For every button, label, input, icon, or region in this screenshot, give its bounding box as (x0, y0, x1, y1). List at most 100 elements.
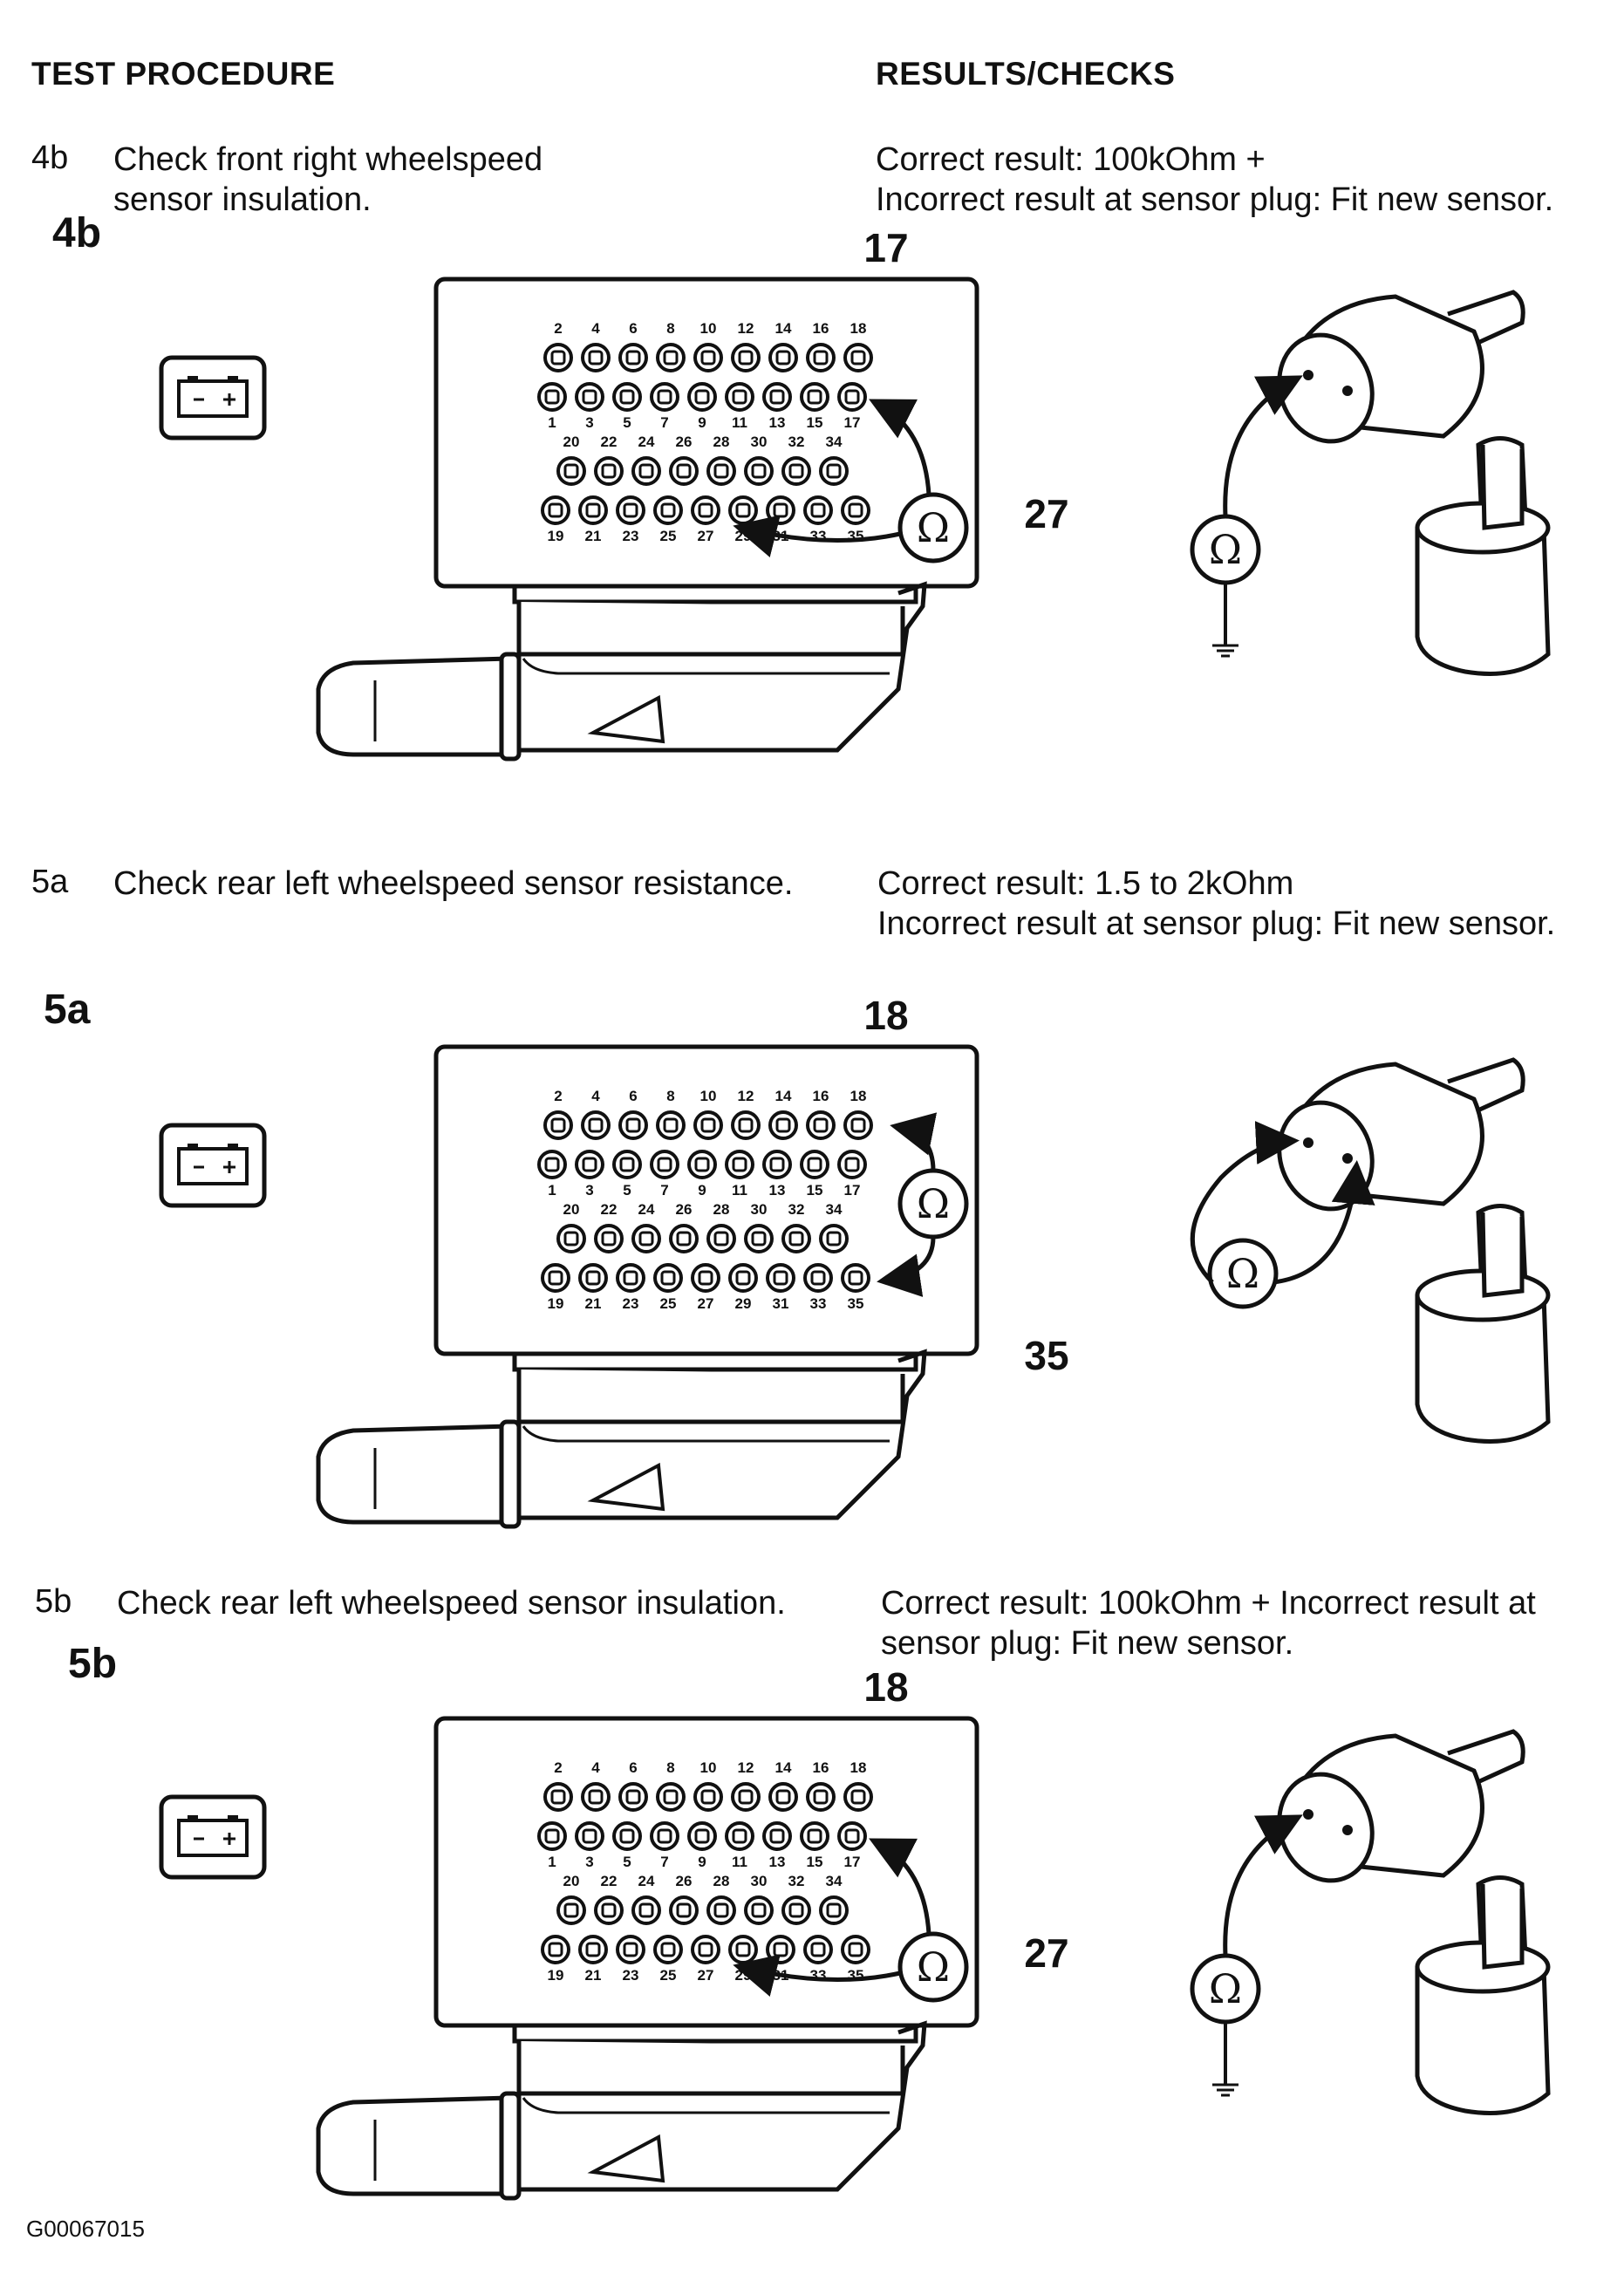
connector-pin (781, 1895, 811, 1925)
connector-pin (744, 456, 774, 486)
pin-number-label: 18 (850, 1088, 867, 1104)
connector-pin (781, 456, 811, 486)
step-result: Correct result: 100kOhm + Incorrect resu… (881, 1585, 1536, 1662)
connector-pin (687, 1821, 717, 1851)
connector-pin (575, 1821, 604, 1851)
connector-pin (543, 1782, 573, 1812)
pin-number-label: 3 (585, 1182, 593, 1199)
latch-icon (587, 694, 665, 744)
pin-number-label: 33 (810, 1295, 827, 1312)
connector-pin (656, 1782, 686, 1812)
pin-number-label: 12 (738, 1759, 754, 1776)
pin-number-label: 8 (666, 1088, 674, 1104)
pin-number-label: 10 (700, 320, 717, 337)
connector-pin (616, 1263, 645, 1293)
probe-lead (877, 1236, 936, 1297)
connector-pin (819, 456, 849, 486)
connector-pin (728, 495, 758, 525)
connector-pin (725, 1821, 754, 1851)
cable-sleeve (316, 1424, 513, 1525)
pin-number-label: 7 (660, 1182, 668, 1199)
connector-pin (768, 343, 798, 372)
connector-pin (653, 1263, 683, 1293)
probe-lead (733, 1954, 901, 1997)
pin-reference-side: 35 (1024, 1333, 1068, 1378)
figure-label: 4b (52, 210, 102, 256)
connector-pin (581, 1110, 611, 1140)
step-number: 5b (35, 1583, 72, 1620)
pin-number-label: 13 (769, 414, 786, 431)
probe-lead (733, 515, 901, 557)
probe-lead (1223, 375, 1303, 517)
sensor-pin (1342, 1825, 1353, 1835)
pin-number-label: 12 (738, 1088, 754, 1104)
pin-number-label: 19 (548, 1967, 564, 1984)
pin-number-label: 14 (775, 320, 792, 337)
probe-lead (1190, 1121, 1300, 1284)
pin-number-label: 17 (844, 1182, 861, 1199)
connector-body (516, 1369, 905, 1424)
latch-icon (587, 2134, 665, 2183)
connector-pin (803, 1935, 833, 1964)
ohmmeter-icon: Ω (897, 1168, 969, 1240)
pin-number-label: 28 (713, 434, 730, 450)
connector-pin (650, 1150, 679, 1179)
pin-number-label: 9 (698, 1854, 706, 1870)
connector-pin (594, 1895, 624, 1925)
pin-number-label: 20 (563, 1201, 580, 1218)
figure-label: 5a (44, 987, 91, 1033)
pin-number-label: 15 (807, 1854, 823, 1870)
pin-number-label: 5 (623, 414, 631, 431)
pin-reference-top: 17 (863, 225, 908, 270)
pin-number-label: 10 (700, 1088, 717, 1104)
connector-pin (766, 1935, 795, 1964)
connector-pin (581, 343, 611, 372)
sensor-pin (1303, 1137, 1314, 1148)
pin-number-label: 28 (713, 1201, 730, 1218)
pin-number-label: 34 (826, 434, 843, 450)
connector-pin (650, 382, 679, 412)
connector-pin (744, 1895, 774, 1925)
pin-number-label: 8 (666, 1759, 674, 1776)
probe-lead (869, 399, 931, 495)
sensor-pin (1342, 386, 1353, 396)
connector-pin (581, 1782, 611, 1812)
ohm-symbol: Ω (1209, 526, 1242, 573)
pin-number-label: 27 (698, 528, 714, 544)
pin-number-label: 30 (751, 434, 768, 450)
pin-number-label: 7 (660, 1854, 668, 1870)
ohmmeter-icon: Ω (897, 492, 969, 563)
pin-number-label: 21 (585, 528, 602, 544)
sensor-drawing (1277, 1729, 1551, 2115)
pin-number-label: 1 (548, 1182, 556, 1199)
connector-pin (618, 1110, 648, 1140)
sensor-pin (1342, 1153, 1353, 1164)
pin-number-label: 6 (629, 1759, 637, 1776)
pin-number-label: 17 (844, 414, 861, 431)
connector-pin (843, 343, 873, 372)
connector-pin (800, 1821, 829, 1851)
step-result: Correct result: 100kOhm + Incorrect resu… (876, 141, 1554, 218)
sensor-drawing (1277, 290, 1551, 676)
sensor-pin (1303, 1809, 1314, 1820)
connector-pin (578, 1263, 608, 1293)
pin-number-label: 28 (713, 1873, 730, 1889)
pin-number-label: 17 (844, 1854, 861, 1870)
connector-body (516, 2041, 905, 2096)
pin-number-label: 16 (813, 320, 829, 337)
test-procedure-header: TEST PROCEDURE (31, 56, 336, 92)
connector-pin (731, 1110, 761, 1140)
connector-pin (631, 456, 661, 486)
pin-number-label: 6 (629, 1088, 637, 1104)
connector-pin (612, 1150, 642, 1179)
pin-number-label: 23 (623, 528, 639, 544)
connector-pin (762, 1150, 792, 1179)
connector-pin (693, 1782, 723, 1812)
connector-pin (653, 495, 683, 525)
connector-pin (806, 1110, 836, 1140)
